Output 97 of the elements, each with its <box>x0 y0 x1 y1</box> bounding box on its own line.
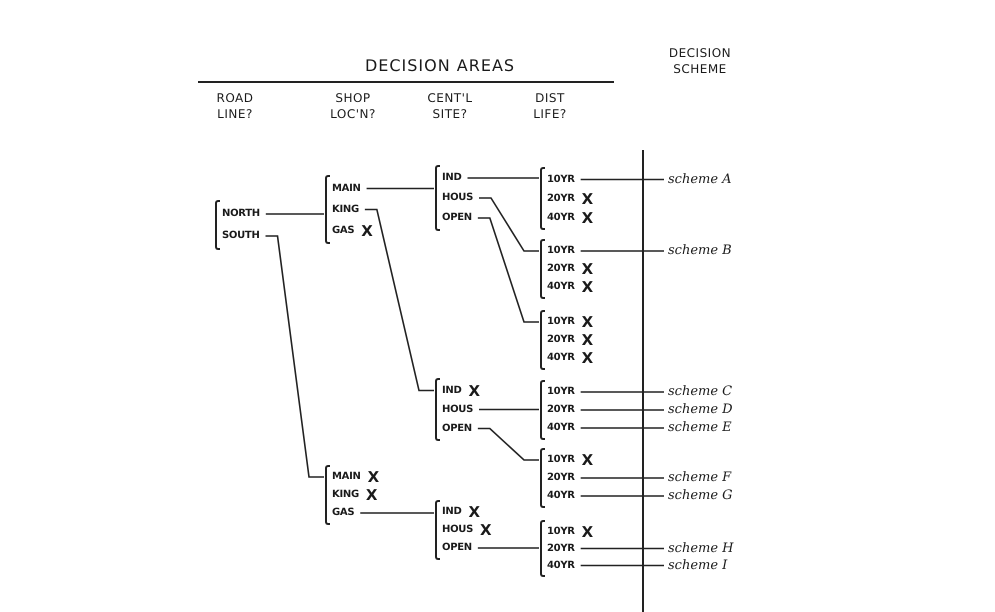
column-heading: DECISION SCHEME <box>668 45 732 77</box>
connector-line <box>580 548 664 550</box>
option-bracket <box>540 448 596 508</box>
option-label: 40YR <box>547 352 575 364</box>
connector-line <box>266 213 324 215</box>
option-label: MAIN <box>332 182 361 194</box>
option-label: 40YR <box>547 422 575 434</box>
option-label: 10YR <box>547 386 575 398</box>
connector-line <box>364 208 434 392</box>
connector-line <box>366 188 434 190</box>
scheme-label: scheme G <box>668 488 733 504</box>
scheme-label: scheme F <box>668 470 732 486</box>
option-label: 20YR <box>547 472 575 484</box>
option-label: OPEN <box>442 542 472 554</box>
option-bracket <box>540 167 596 230</box>
connector-line <box>580 564 664 566</box>
option-label: MAIN <box>332 471 361 483</box>
connector-line <box>479 408 539 410</box>
reject-mark: X <box>480 523 492 537</box>
option-label: IND <box>442 384 462 396</box>
column-heading: ROAD LINE? <box>215 90 255 122</box>
connector-line <box>580 495 664 497</box>
option-label: 10YR <box>547 526 575 538</box>
option-label: IND <box>442 506 462 518</box>
scheme-label: scheme A <box>668 172 732 188</box>
option-bracket <box>540 310 596 370</box>
option-label: 10YR <box>547 174 575 186</box>
reject-mark: X <box>468 384 480 398</box>
option-label: SOUTH <box>222 230 260 242</box>
option-bracket <box>540 239 596 299</box>
reject-mark: X <box>582 192 594 206</box>
option-bracket <box>435 378 482 441</box>
option-label: GAS <box>332 507 354 519</box>
option-label: HOUS <box>442 524 473 536</box>
scheme-label: scheme C <box>668 384 732 400</box>
option-label: HOUS <box>442 404 473 416</box>
connector-line <box>580 409 664 411</box>
option-label: 40YR <box>547 212 575 224</box>
connector-line <box>266 235 324 478</box>
option-label: 10YR <box>547 245 575 257</box>
scheme-label: scheme I <box>668 558 728 574</box>
option-label: 20YR <box>547 542 575 554</box>
option-label: 10YR <box>547 454 575 466</box>
option-bracket <box>325 465 382 525</box>
option-label: 40YR <box>547 490 575 502</box>
option-label: 20YR <box>547 263 575 275</box>
reject-mark: X <box>582 210 594 224</box>
option-label: 40YR <box>547 281 575 293</box>
option-bracket <box>215 200 262 250</box>
option-label: HOUS <box>442 192 473 204</box>
connector-line <box>479 197 539 252</box>
reject-mark: X <box>368 470 380 484</box>
option-label: IND <box>442 172 462 184</box>
column-heading: DIST LIFE? <box>532 90 568 122</box>
column-heading: SHOP LOC'N? <box>329 90 377 122</box>
option-label: NORTH <box>222 208 260 220</box>
column-heading: CENT'L SITE? <box>426 90 474 122</box>
connector-line <box>580 391 664 393</box>
reject-mark: X <box>468 505 480 519</box>
connector-line <box>580 477 664 479</box>
section-heading: DECISION AREAS <box>364 56 516 75</box>
scheme-label: scheme H <box>668 540 734 556</box>
connector-line <box>478 428 539 461</box>
reject-mark: X <box>582 315 594 329</box>
option-label: 20YR <box>547 404 575 416</box>
option-label: GAS <box>332 224 354 236</box>
option-label: KING <box>332 204 359 216</box>
option-label: KING <box>332 489 359 501</box>
option-bracket <box>540 380 577 440</box>
reject-mark: X <box>361 224 373 238</box>
option-label: 10YR <box>547 316 575 328</box>
connector-line <box>468 177 539 179</box>
option-bracket <box>435 500 494 560</box>
option-label: OPEN <box>442 212 472 224</box>
scheme-label: scheme E <box>668 420 732 436</box>
option-label: 40YR <box>547 560 575 572</box>
scheme-label: scheme B <box>668 243 732 259</box>
connector-line <box>580 427 664 429</box>
option-label: 20YR <box>547 192 575 204</box>
option-label: OPEN <box>442 422 472 434</box>
reject-mark: X <box>582 333 594 347</box>
reject-mark: X <box>582 453 594 467</box>
reject-mark: X <box>582 262 594 276</box>
connector-line <box>580 178 664 180</box>
connector-line <box>360 512 434 514</box>
option-bracket <box>435 165 475 231</box>
reject-mark: X <box>582 351 594 365</box>
option-label: 20YR <box>547 334 575 346</box>
reject-mark: X <box>366 488 378 502</box>
scheme-label: scheme D <box>668 402 733 418</box>
reject-mark: X <box>582 524 594 538</box>
connector-line <box>478 547 539 549</box>
connector-line <box>478 217 539 323</box>
reject-mark: X <box>582 280 594 294</box>
option-bracket <box>325 175 375 244</box>
connector-line <box>580 250 664 252</box>
option-bracket <box>540 520 596 577</box>
